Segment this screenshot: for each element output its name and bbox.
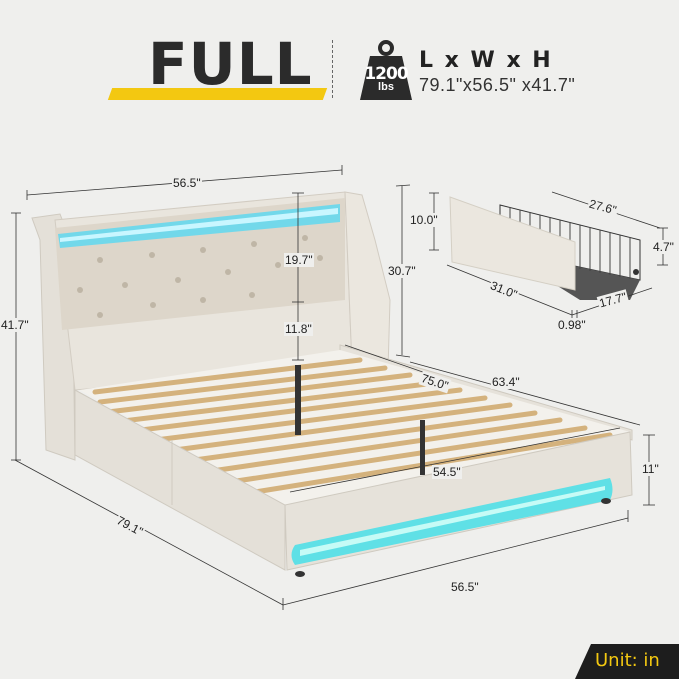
header-divider	[332, 40, 333, 98]
dim-headboard-width: 56.5"	[172, 176, 202, 190]
dim-drawer-basket-height: 4.7"	[652, 240, 675, 254]
dim-frame-height: 11"	[641, 462, 660, 476]
dimensions-label: L x W x H	[419, 48, 553, 73]
dim-side-length: 63.4"	[491, 375, 521, 389]
weight-capacity-value: 1200	[364, 64, 408, 84]
weight-capacity-unit: lbs	[378, 81, 394, 93]
dim-headboard-panel-height: 19.7"	[284, 253, 314, 267]
drawer-illustration	[449, 196, 641, 300]
dim-footboard-width: 56.5"	[450, 580, 480, 594]
dim-side-height: 30.7"	[387, 264, 417, 278]
dim-total-height: 41.7"	[0, 318, 30, 332]
dim-under-headboard-clearance: 11.8"	[284, 322, 313, 336]
dim-inner-width: 54.5"	[432, 465, 462, 479]
unit-label: Unit: in	[595, 650, 660, 671]
dim-drawer-front-height: 10.0"	[409, 213, 439, 227]
dimensions-value: 79.1"x56.5" x41.7"	[419, 75, 576, 95]
unit-badge	[575, 644, 679, 679]
bed-size-title: FULL	[148, 30, 313, 98]
dim-drawer-front-thickness: 0.98"	[557, 318, 587, 332]
